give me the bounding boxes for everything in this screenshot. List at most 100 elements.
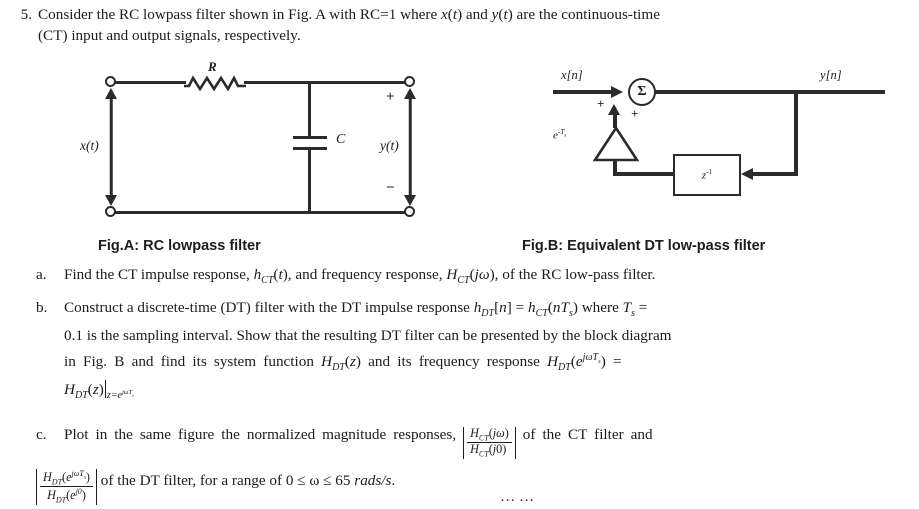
stem-line-1: Consider the RC lowpass filter shown in … (38, 6, 660, 23)
feedback-line-to-delay (752, 172, 798, 176)
wire-bottom (106, 211, 409, 214)
figure-a-rc-circuit: R C x (80, 59, 436, 232)
wire-cap-top (308, 81, 311, 138)
part-a-h-arg: (t) (273, 266, 288, 283)
resistor-label: R (208, 59, 217, 74)
unit-delay-label: z-1 (701, 168, 713, 182)
part-c-line-2: HDT(ejωTs)HDT(ej0) of the DT filter, for… (36, 468, 916, 505)
output-plus-sign: + (386, 89, 395, 105)
summer-input-plus: + (597, 96, 605, 111)
part-b-line-3: in Fig. B and find its system function H… (64, 347, 916, 379)
line-gain-to-summer (613, 114, 617, 128)
part-a-H-arg: (jω) (469, 266, 495, 283)
part-a-H-symbol: H (446, 266, 458, 283)
summer-sigma-icon: Σ (637, 84, 647, 99)
arrowhead-input-to-summer (611, 86, 623, 98)
part-b-line3-pre: in Fig. B and find its system function (64, 353, 322, 371)
terminal-input-bottom (105, 206, 116, 217)
arrowhead-up-output (404, 88, 416, 99)
part-b-line1-end: = (634, 299, 648, 316)
output-voltage-arrow (402, 88, 418, 206)
gain-label: e-Ts (553, 128, 567, 142)
part-b: b. Construct a discrete-time (DT) filter… (36, 297, 916, 407)
output-signal-label-dt: y[n] (820, 68, 842, 82)
evaluation-bar (104, 380, 106, 398)
part-b-letter: b. (36, 299, 48, 316)
wire-top-right (244, 81, 409, 84)
part-b-hdt-arg: [n] (494, 299, 512, 316)
part-b-line3-end: = (605, 353, 622, 371)
ct-fraction: HCT(jω)HCT(j0) (467, 426, 512, 459)
figure-b-caption: Fig.B: Equivalent DT low-pass filter (522, 238, 766, 254)
normalized-ct-magnitude: HCT(jω)HCT(j0) (463, 426, 516, 459)
capacitor-symbol (293, 136, 327, 150)
part-a-h-symbol: h (253, 266, 262, 283)
signal-line-input (553, 90, 613, 94)
part-b-Ts: T (622, 299, 632, 316)
line-gain-riser (613, 160, 617, 174)
part-b-hct: h (527, 299, 536, 316)
wire-top-left (106, 81, 186, 84)
normalized-dt-magnitude: HDT(ejωTs)HDT(ej0) (36, 468, 97, 505)
part-a-letter: a. (36, 266, 47, 283)
terminal-output-bottom (404, 206, 415, 217)
terminal-input-top (105, 76, 116, 87)
part-b-line4-sub: DT (74, 390, 88, 402)
arrowhead-into-summer (608, 104, 620, 115)
part-b-eval-subscript: z=ejωTs (106, 388, 134, 402)
part-a-text-2: , and frequency response, (287, 266, 447, 283)
part-c-period: . (391, 471, 396, 489)
part-b-Ts-sub: s (631, 308, 635, 320)
figures-row: R C x (0, 56, 919, 256)
part-c-letter: c. (36, 426, 47, 443)
question-number: 5. (20, 6, 32, 23)
ct-fraction-numerator: HCT(jω) (467, 426, 512, 444)
part-b-line1-pre: Construct a discrete-time (DT) filter wi… (64, 299, 474, 316)
part-c-line2-end: of the DT filter, for a range of 0 ≤ ω ≤… (96, 471, 355, 489)
dt-fraction-denominator: HDT(ej0) (47, 487, 86, 505)
resistor-symbol (184, 75, 246, 92)
arrowhead-down-output (404, 195, 416, 206)
part-c-units: rads/s (354, 471, 392, 489)
cut-off-text: … … (500, 497, 534, 506)
part-b-Hdte: H (547, 353, 559, 371)
arrow-stem-input (109, 97, 113, 197)
wire-cap-bottom (308, 150, 311, 213)
ct-fraction-denominator: HCT(j0) (470, 442, 507, 459)
part-b-line-1: Construct a discrete-time (DT) filter wi… (64, 297, 916, 325)
summer-feedback-plus: + (631, 106, 639, 121)
part-a-text: Find the CT impulse response, hCT (t), an… (64, 264, 916, 292)
part-b-Hdtz-arg: (z) (344, 353, 361, 371)
part-b-hdt-sub: DT (481, 308, 495, 320)
part-b-Hdte-arg: (ejωTs) (570, 352, 606, 371)
part-b-line1-post: where (577, 299, 623, 316)
output-minus-sign: − (386, 180, 395, 196)
dt-fraction: HDT(ejωTs)HDT(ej0) (40, 469, 93, 505)
arrowhead-down-input (105, 195, 117, 206)
part-b-line3-mid: and its frequency response (360, 353, 548, 371)
feedback-line-vertical (794, 90, 798, 175)
part-c-text: Plot in the same figure the normalized m… (36, 424, 916, 505)
part-b-line-4: HDT(z)z=ejωTs (64, 379, 916, 407)
arrowhead-up-input (105, 88, 117, 99)
part-c: c. Plot in the same figure the normalize… (36, 424, 916, 505)
part-a-text-1: Find the CT impulse response, (64, 266, 254, 283)
part-b-line-2: 0.1 is the sampling interval. Show that … (64, 327, 672, 345)
gain-amplifier-triangle (593, 126, 639, 162)
cut-off-next-line: … … (0, 497, 919, 509)
part-a: a. Find the CT impulse response, hCT (t),… (36, 264, 916, 292)
question-stem: 5. Consider the RC lowpass filter shown … (8, 4, 913, 46)
capacitor-plate-bottom (293, 147, 327, 150)
part-c-line1-end: of the CT filter and (515, 426, 653, 443)
arrowhead-into-delay (741, 168, 753, 180)
part-b-line4-H: H (64, 381, 75, 399)
input-signal-label: x(t) (80, 138, 99, 153)
output-signal-label: y(t) (380, 138, 399, 153)
dt-fraction-numerator: HDT(ejωTs) (40, 469, 93, 488)
part-a-H-subscript: CT (457, 275, 470, 287)
capacitor-plate-top (293, 136, 327, 139)
summer-node: Σ (628, 78, 656, 106)
part-b-line4-arg: (z) (87, 381, 104, 399)
signal-line-output (655, 90, 885, 94)
